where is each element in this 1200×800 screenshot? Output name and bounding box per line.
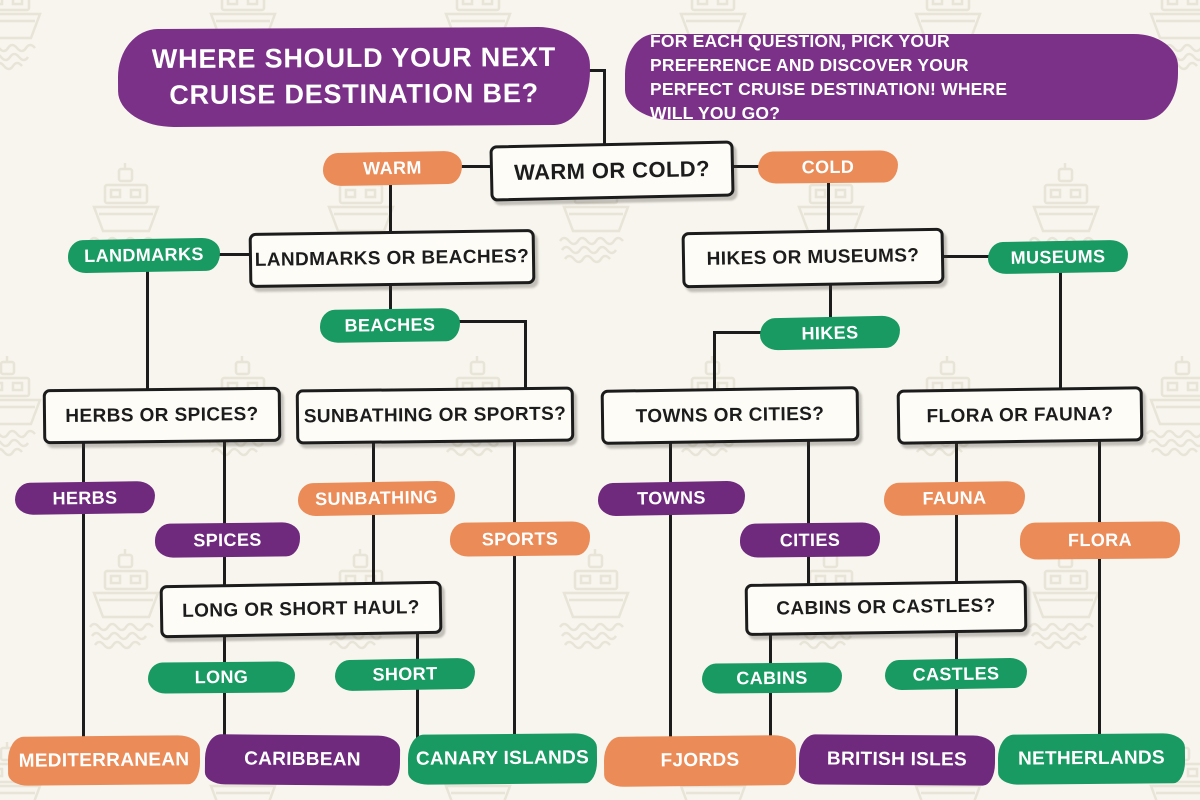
answer-pill-herbs: HERBS: [14, 481, 156, 515]
flow-connector: [807, 434, 810, 585]
question-box-warm-or-cold: WARM OR COLD?: [489, 140, 735, 202]
flow-connector: [457, 320, 527, 323]
answer-pill-castles: CASTLES: [884, 657, 1028, 691]
flow-connector: [389, 183, 392, 235]
answer-pill-beaches: BEACHES: [319, 308, 461, 343]
title-blob: WHERE SHOULD YOUR NEXT CRUISE DESTINATIO…: [117, 26, 591, 128]
flow-connector: [727, 165, 761, 168]
answer-pill-short: SHORT: [334, 657, 476, 692]
destination-blob-mediterranean: MEDITERRANEAN: [7, 735, 201, 786]
answer-pill-towns: TOWNS: [597, 480, 746, 517]
answer-pill-museums: MUSEUMS: [987, 239, 1129, 275]
destination-blob-netherlands: NETHERLANDS: [997, 733, 1186, 785]
ship-outline-icon: [0, 356, 42, 457]
answer-pill-flora: FLORA: [1019, 521, 1181, 560]
ship-outline-icon: [0, 0, 42, 71]
page-title: WHERE SHOULD YOUR NEXT CRUISE DESTINATIO…: [151, 42, 557, 110]
question-box-hikes-or-museums: HIKES OR MUSEUMS?: [681, 227, 945, 289]
question-box-cabins-or-castles: CABINS OR CASTLES?: [744, 580, 1028, 636]
flow-connector: [146, 270, 149, 392]
question-box-herbs-or-spices: HERBS OR SPICES?: [42, 386, 282, 445]
flow-connector: [713, 331, 763, 334]
destination-blob-british-isles: BRITISH ISLES: [798, 734, 996, 786]
answer-pill-sports: SPORTS: [449, 521, 591, 557]
flow-connector: [669, 434, 672, 742]
flow-connector: [1059, 271, 1062, 391]
flow-connector: [513, 434, 516, 739]
flow-connector: [215, 253, 251, 256]
ship-outline-icon: [88, 549, 160, 650]
flow-connector: [82, 434, 85, 742]
answer-pill-spices: SPICES: [154, 522, 301, 558]
flow-connector: [829, 278, 832, 320]
answer-pill-hikes: HIKES: [759, 315, 901, 351]
question-box-towns-or-cities: TOWNS OR CITIES?: [600, 386, 860, 445]
answer-pill-landmarks: LANDMARKS: [67, 237, 221, 274]
flow-connector: [1098, 434, 1101, 739]
flow-connector: [603, 69, 606, 145]
answer-pill-sunbathing: SUNBATHING: [297, 480, 456, 517]
ship-outline-icon: [1028, 549, 1100, 650]
intro-text: FOR EACH QUESTION, PICK YOUR PREFERENCE …: [650, 30, 1008, 124]
intro-blob: FOR EACH QUESTION, PICK YOUR PREFERENCE …: [625, 31, 1178, 123]
answer-pill-cities: CITIES: [739, 522, 881, 558]
flow-connector: [581, 69, 606, 72]
question-box-landmarks-or-beaches: LANDMARKS OR BEACHES?: [248, 229, 536, 288]
answer-pill-warm: WARM: [322, 150, 463, 187]
answer-pill-cabins: CABINS: [701, 662, 843, 694]
flow-connector: [827, 181, 830, 233]
question-box-sunbathing-or-sports: SUNBATHING OR SPORTS?: [295, 386, 575, 445]
ship-outline-icon: [1145, 356, 1200, 457]
question-box-flora-or-fauna: FLORA OR FAUNA?: [896, 386, 1144, 445]
destination-blob-fjords: FJORDS: [603, 734, 797, 788]
ship-outline-icon: [558, 549, 630, 650]
answer-pill-fauna: FAUNA: [883, 481, 1026, 516]
destination-blob-caribbean: CARIBBEAN: [204, 734, 401, 786]
flow-connector: [389, 277, 392, 313]
question-box-long-or-short-haul: LONG OR SHORT HAUL?: [159, 580, 443, 639]
destination-blob-canary-islands: CANARY ISLANDS: [407, 733, 598, 785]
flow-connector: [457, 165, 493, 168]
flow-connector: [524, 320, 527, 390]
flow-connector: [936, 255, 990, 258]
answer-pill-cold: COLD: [757, 150, 899, 184]
answer-pill-long: LONG: [147, 661, 296, 694]
flow-connector: [713, 331, 716, 391]
